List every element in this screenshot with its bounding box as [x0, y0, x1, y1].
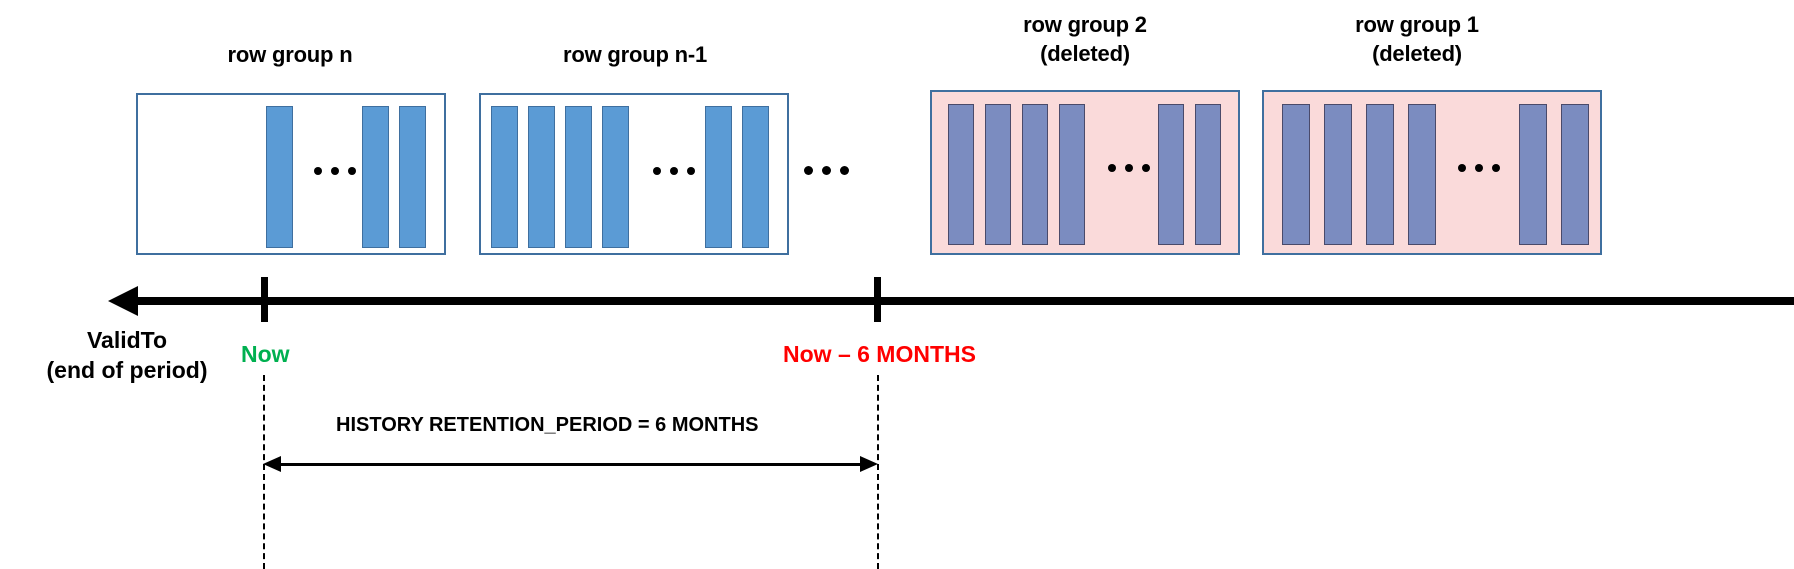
retention-period-label: HISTORY RETENTION_PERIOD = 6 MONTHS [336, 414, 759, 436]
column-bar-deleted [1158, 104, 1184, 245]
retention-period-span [278, 463, 862, 466]
row-group-title-n: row group n [227, 42, 353, 67]
ellipsis-icon [1458, 164, 1500, 172]
dim-arrowhead-right-icon [860, 456, 878, 472]
tick-label-now: Now [241, 341, 290, 367]
column-bar-deleted [1059, 104, 1085, 245]
tick-label-now-minus-6-months: Now – 6 MONTHS [783, 341, 976, 367]
column-bar-deleted [1195, 104, 1221, 245]
column-bar-deleted [1561, 104, 1589, 245]
column-bar-deleted [1282, 104, 1310, 245]
column-bar [565, 106, 592, 248]
row-group-title-2: row group 2 (deleted) [1023, 12, 1147, 66]
row-group-box-n-minus-1 [479, 93, 789, 255]
column-bar-deleted [1519, 104, 1547, 245]
column-bar-deleted [1366, 104, 1394, 245]
ellipsis-icon [1108, 164, 1150, 172]
column-bar [705, 106, 732, 248]
timeline-axis [136, 297, 1794, 305]
column-bar [602, 106, 629, 248]
column-bar [742, 106, 769, 248]
guide-dash-past [877, 375, 879, 569]
column-bar-deleted [1022, 104, 1048, 245]
column-bar [491, 106, 518, 248]
column-bar-deleted [1324, 104, 1352, 245]
column-bar [399, 106, 426, 248]
dim-arrowhead-left-icon [263, 456, 281, 472]
row-group-title-n-minus-1: row group n-1 [562, 42, 708, 67]
column-bar-deleted [948, 104, 974, 245]
row-group-title-1: row group 1 (deleted) [1355, 12, 1479, 66]
row-group-box-1 [1262, 90, 1602, 255]
column-bar-deleted [1408, 104, 1436, 245]
column-bar [362, 106, 389, 248]
axis-arrowhead-left-icon [108, 286, 138, 316]
ellipsis-between-groups-icon [804, 166, 849, 175]
row-group-box-2 [930, 90, 1240, 255]
ellipsis-icon [314, 167, 356, 175]
tick-now [261, 277, 268, 322]
column-bar [266, 106, 293, 248]
column-bar-deleted [985, 104, 1011, 245]
column-bar [528, 106, 555, 248]
tick-now-minus-6-months [874, 277, 881, 322]
guide-dash-now [263, 375, 265, 569]
row-group-box-n [136, 93, 446, 255]
axis-label-validto: ValidTo (end of period) [46, 327, 208, 383]
ellipsis-icon [653, 167, 695, 175]
